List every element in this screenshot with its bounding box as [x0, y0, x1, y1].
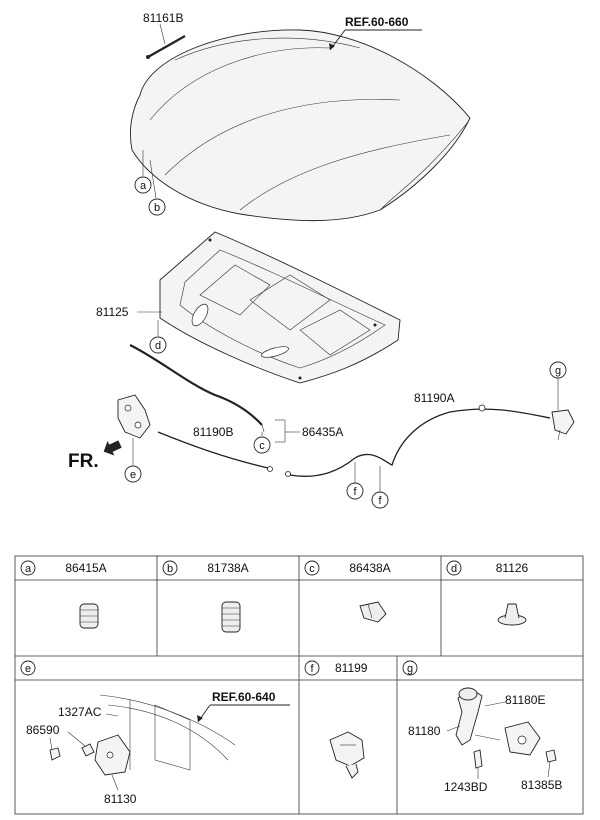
ref-label-latch: REF.60-640 [212, 690, 276, 704]
callout-d: d [149, 336, 167, 354]
svg-text:a: a [25, 563, 32, 575]
parts-table [14, 555, 584, 815]
svg-text:a: a [140, 180, 147, 192]
svg-text:c: c [259, 440, 265, 452]
svg-text:f: f [378, 495, 382, 507]
svg-text:b: b [167, 563, 173, 575]
release-handle [551, 409, 575, 441]
svg-text:e: e [25, 663, 31, 675]
svg-text:c: c [309, 563, 315, 575]
callout-c: c [253, 436, 271, 454]
release-handle-detail-drawing [455, 687, 557, 769]
svg-text:f: f [310, 663, 314, 675]
part-label-seal: 86435A [302, 425, 343, 439]
clip-d-drawing [497, 603, 527, 626]
callout-f-1: f [346, 482, 364, 500]
latch-detail-drawing [49, 694, 236, 776]
callout-e: e [124, 465, 142, 483]
part-label-81199: 81199 [335, 661, 368, 675]
part-label-81126: 81126 [496, 561, 529, 575]
svg-text:d: d [155, 340, 161, 352]
part-label-stay-rod: 81161B [143, 11, 183, 25]
part-label-86438A: 86438A [349, 561, 390, 575]
hood-panel [129, 29, 471, 222]
hood-latch [117, 394, 151, 439]
cell-c: c 86438A [304, 560, 391, 623]
part-label-insulator: 81125 [96, 305, 129, 319]
hood-seal [129, 344, 263, 426]
release-cable-front [289, 408, 551, 477]
part-label-81180E: 81180E [505, 693, 545, 707]
part-label-81130: 81130 [104, 792, 137, 806]
ref-label-top: REF.60-660 [345, 15, 409, 29]
bump-stopper-b-drawing [221, 601, 241, 633]
cell-e: e [20, 660, 36, 676]
part-label-86415A: 86415A [65, 561, 106, 575]
callout-a: a [134, 176, 152, 194]
callout-g: g [549, 361, 567, 379]
part-label-1327AC: 1327AC [58, 705, 102, 719]
part-label-81180: 81180 [408, 724, 441, 738]
svg-text:d: d [451, 563, 457, 575]
part-label-1243BD: 1243BD [444, 780, 488, 794]
svg-text:e: e [130, 469, 136, 481]
svg-text:g: g [407, 663, 413, 675]
stay-rod [146, 23, 186, 59]
cell-b: b 81738A [162, 560, 249, 633]
release-cable-rear [157, 431, 269, 469]
cell-f: f 81199 [304, 660, 368, 676]
svg-text:f: f [353, 486, 357, 498]
cell-d: d 81126 [446, 560, 529, 626]
hood-insulator [159, 231, 401, 384]
part-label-86590: 86590 [26, 723, 60, 737]
part-label-cable-front: 81190A [414, 391, 454, 405]
clip-c-drawing [359, 601, 387, 623]
cell-g: g [402, 660, 418, 676]
fr-label: FR. [68, 451, 99, 472]
svg-text:g: g [555, 365, 561, 377]
callout-b: b [148, 198, 166, 216]
cable-clip-drawing [329, 731, 365, 779]
cell-a: a 86415A [20, 560, 107, 629]
part-label-81738A: 81738A [207, 561, 248, 575]
part-label-81385B: 81385B [521, 778, 562, 792]
part-label-cable-rear: 81190B [193, 425, 233, 439]
svg-text:b: b [154, 202, 160, 214]
bump-stopper-a-drawing [79, 603, 99, 629]
callout-f-2: f [371, 491, 389, 509]
